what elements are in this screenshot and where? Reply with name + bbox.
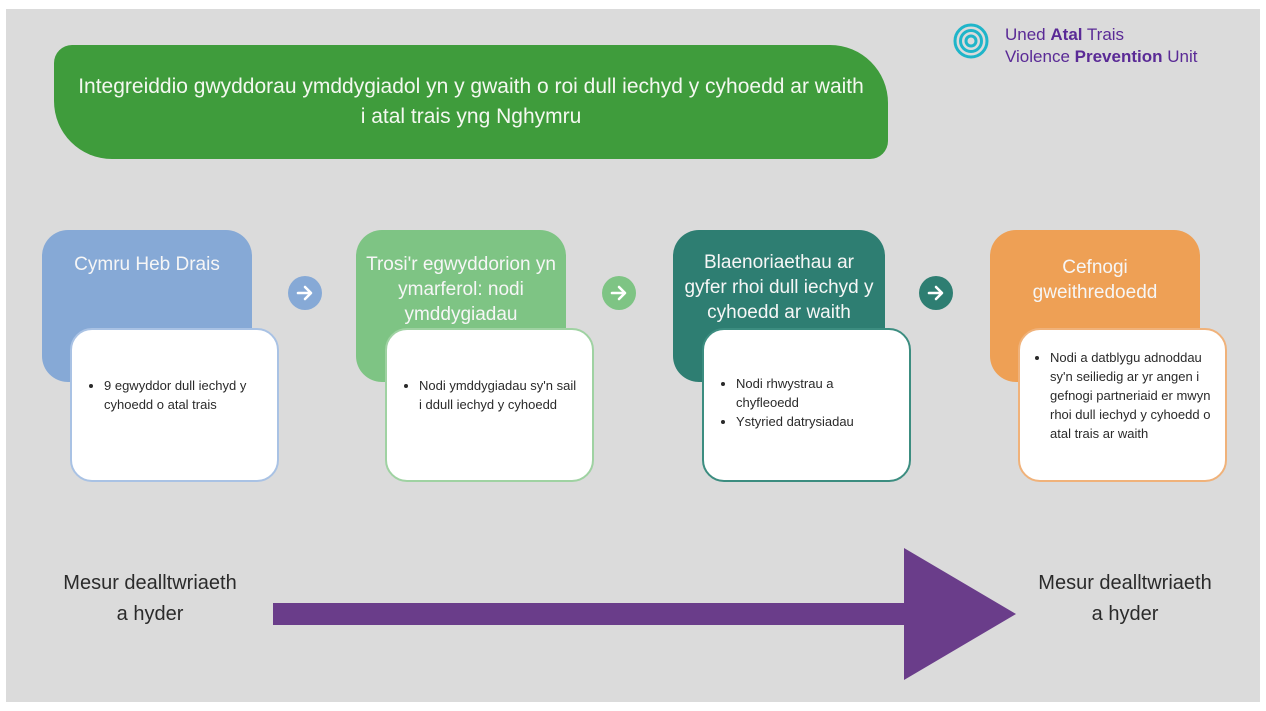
logo-line-2: Violence Prevention Unit — [1005, 47, 1198, 66]
step-3-item-1: Nodi rhwystrau a chyfleoedd — [736, 374, 895, 412]
arrow-3 — [919, 276, 953, 310]
arrow-2 — [602, 276, 636, 310]
arrow-1 — [288, 276, 322, 310]
logo-text: Uned Atal Trais Violence Prevention Unit — [1005, 24, 1197, 68]
logo-rings-icon — [953, 23, 989, 59]
step-2-card: Nodi ymddygiadau sy'n sail i ddull iechy… — [385, 328, 594, 482]
progress-arrow-shape — [273, 548, 1016, 680]
step-1-item-1: 9 egwyddor dull iechyd y cyhoedd o atal … — [104, 376, 263, 414]
banner-text: Integreiddio gwyddorau ymddygiadol yn y … — [78, 75, 864, 128]
arrow-right-icon — [296, 285, 313, 301]
title-banner: Integreiddio gwyddorau ymddygiadol yn y … — [54, 45, 888, 159]
logo-line-1: Uned Atal Trais — [1005, 25, 1125, 44]
step-3-card: Nodi rhwystrau a chyfleoedd Ystyried dat… — [702, 328, 911, 482]
progress-arrow — [273, 548, 1016, 680]
measure-left-line-1: Mesur dealltwriaeth — [63, 572, 237, 594]
step-4-title: Cefnogi gweithredoedd — [1032, 257, 1158, 303]
step-3-title: Blaenoriaethau ar gyfer rhoi dull iechyd… — [684, 252, 874, 323]
measure-right-line-2: a hyder — [1091, 603, 1159, 625]
step-2-item-1: Nodi ymddygiadau sy'n sail i ddull iechy… — [419, 376, 578, 414]
measure-right-line-1: Mesur dealltwriaeth — [1038, 572, 1212, 594]
measure-left: Mesur dealltwriaeth a hyder — [40, 568, 260, 630]
step-1-card: 9 egwyddor dull iechyd y cyhoedd o atal … — [70, 328, 279, 482]
step-3-item-2: Ystyried datrysiadau — [736, 412, 895, 431]
step-4-item-1: Nodi a datblygu adnoddau sy'n seiliedig … — [1050, 348, 1211, 443]
arrow-right-icon — [610, 285, 627, 301]
step-2-title: Trosi'r egwyddorion yn ymarferol: nodi y… — [366, 254, 556, 325]
step-1-title: Cymru Heb Drais — [74, 254, 220, 275]
step-4-card: Nodi a datblygu adnoddau sy'n seiliedig … — [1018, 328, 1227, 482]
measure-right: Mesur dealltwriaeth a hyder — [1015, 568, 1235, 630]
measure-left-line-2: a hyder — [116, 603, 184, 625]
arrow-right-icon — [927, 285, 944, 301]
